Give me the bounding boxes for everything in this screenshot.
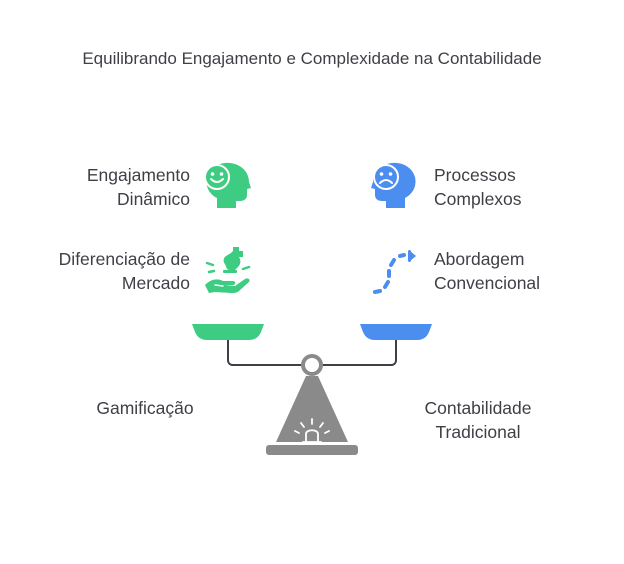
label-line: Tradicional — [435, 422, 521, 442]
sad-head-icon — [370, 162, 420, 210]
label-line: Gamificação — [96, 398, 194, 418]
happy-head-icon — [203, 162, 253, 210]
hand-chess-piece-icon — [203, 245, 253, 295]
label-line: Diferenciação de — [58, 249, 190, 269]
dotted-path-icon — [368, 247, 422, 299]
label-abordagem-convencional: Abordagem Convencional — [434, 247, 540, 295]
right-pan — [360, 324, 432, 340]
scale-pivot — [301, 354, 323, 376]
label-line: Dinâmico — [117, 189, 190, 209]
label-line: Contabilidade — [424, 398, 532, 418]
label-engajamento-dinamico: Engajamento Dinâmico — [87, 163, 190, 211]
scale-pillar — [276, 376, 348, 442]
label-contabilidade-tradicional: Contabilidade Tradicional — [393, 396, 563, 444]
left-pan — [192, 324, 264, 340]
scale-base — [266, 445, 358, 455]
label-line: Processos — [434, 165, 516, 185]
label-line: Convencional — [434, 273, 541, 293]
label-line: Complexos — [434, 189, 522, 209]
label-line: Engajamento — [86, 165, 190, 185]
diagram-title: Equilibrando Engajamento e Complexidade … — [82, 49, 542, 68]
label-processos-complexos: Processos Complexos — [434, 163, 522, 211]
label-line: Mercado — [121, 273, 190, 293]
balance-scale-icon — [186, 318, 438, 458]
label-gamificacao: Gamificação — [60, 396, 230, 420]
label-line: Abordagem — [434, 249, 525, 269]
label-diferenciacao-mercado: Diferenciação de Mercado — [59, 247, 190, 295]
